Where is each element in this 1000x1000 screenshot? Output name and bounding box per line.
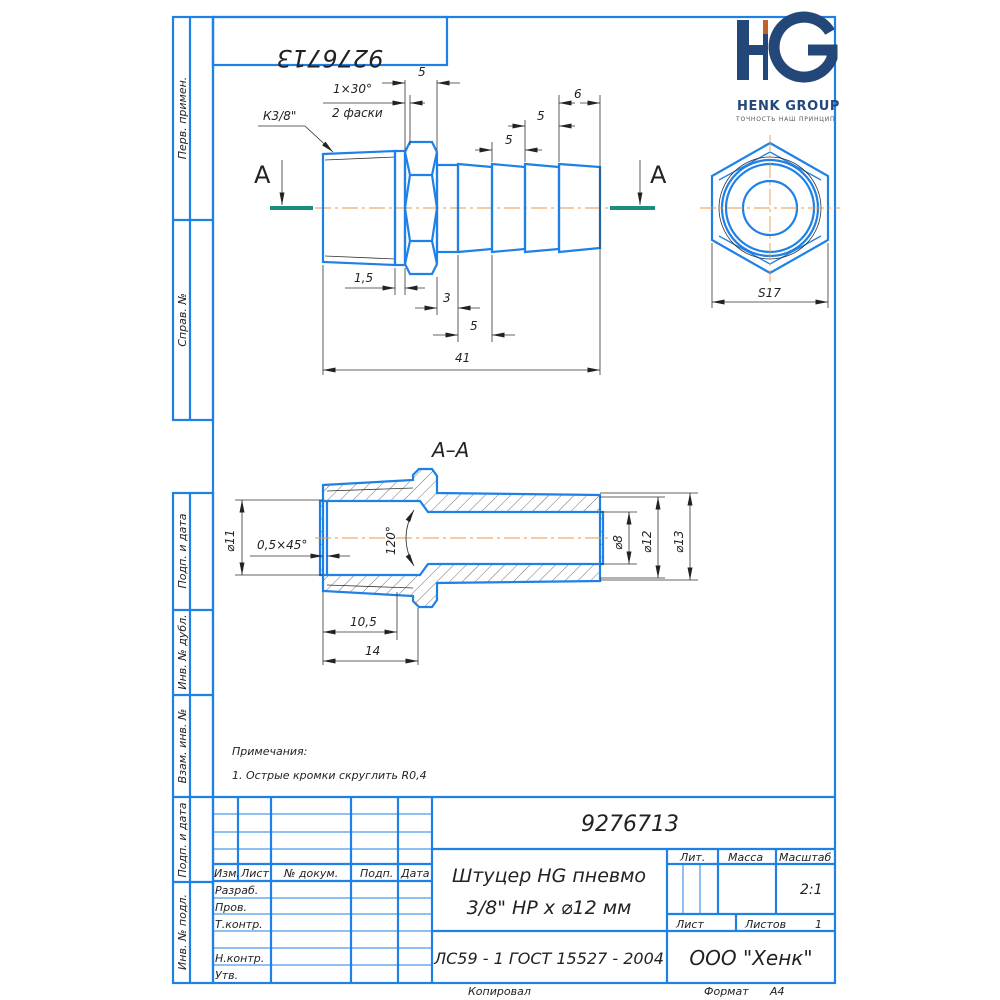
notes-heading: Примечания: [232,745,307,758]
copied-label: Копировал [468,985,531,998]
dim-hex-size: S17 [758,286,781,300]
dim-overall: 41 [455,351,470,365]
stamp-label: Подп. и дата [176,802,189,877]
section-title: А–А [430,438,469,462]
stamp-label: Взам. инв. № [176,709,189,784]
drawing-frame: 9276713 [211,15,837,985]
stamp-label: Справ. № [176,293,189,347]
dim-depth: 14 [365,644,380,658]
notes: Примечания: 1. Острые кромки скруглить R… [232,745,427,782]
stamp-label: Инв. № подл. [176,894,189,970]
dim-chamfer: 0,5×45° [257,538,307,552]
title-block: Изм. Лист № докум. Подп. Дата Разраб. Пр… [213,795,835,998]
dim-barb-pitch: 5 [470,319,478,333]
role-label: Т.контр. [215,918,263,931]
dim-angle: 120° [384,526,398,555]
dim-barb-max: ⌀13 [672,531,686,554]
section-letter-right: A [650,161,667,189]
role-label: Утв. [215,969,238,982]
dim-bore-in: ⌀11 [223,530,237,553]
mass-label: Масса [728,851,763,864]
stamp-label: Перв. примен. [176,77,189,160]
dim-barb2: 5 [537,109,545,123]
side-stamp: Перв. примен. Справ. № Подп. и дата Инв.… [171,15,215,985]
part-name-line2: 3/8" НР х ⌀12 мм [467,897,632,919]
note-item: 1. Острые кромки скруглить R0,4 [232,769,427,782]
format-value: А4 [769,985,785,998]
dim-thread-len: 10,5 [350,615,377,629]
dim-barb-end: 6 [574,87,582,101]
logo-name: HENK GROUP [737,99,840,114]
role-label: Н.контр. [215,952,264,965]
chamfer-count: 2 фаски [332,106,383,120]
main-view: A A 5 1×30° 2 фаски К3/8" 6 5 5 [254,65,667,375]
format-label: Формат [704,985,749,998]
section-letter-left: A [254,161,271,189]
stamp-label: Подп. и дата [176,513,189,588]
dim-hex-width: 5 [418,65,426,79]
sheets-label: Листов [744,918,786,931]
material: ЛС59 - 1 ГОСТ 15527 - 2004 [433,949,664,968]
dim-bore-out: ⌀8 [611,535,625,550]
dim-collar: 1,5 [354,271,373,285]
col-header: Дата [400,867,430,880]
col-header: Изм. [214,867,240,880]
col-header: Подп. [360,867,393,880]
designation: 9276713 [581,812,679,837]
sheet-label: Лист [675,918,704,931]
lit-label: Лит. [679,851,705,864]
role-label: Разраб. [215,884,258,897]
company: ООО "Хенк" [689,946,812,970]
chamfer-label: 1×30° [333,82,372,96]
dim-shank: 3 [443,291,451,305]
dim-barb1: 5 [505,133,513,147]
section-view: А–А ⌀11 0,5×45° 120° ⌀8 ⌀12 ⌀13 10,5 14 [223,438,698,665]
scale-value: 2:1 [800,882,823,898]
logo-tagline: ТОЧНОСТЬ НАШ ПРИНЦИП [735,116,835,123]
col-header: Лист [240,867,269,880]
scale-label: Масштаб [779,851,831,864]
role-label: Пров. [215,901,247,914]
rotated-code: 9276713 [277,44,384,72]
stamp-label: Инв. № дубл. [176,614,189,689]
col-header: № докум. [283,867,338,880]
henk-group-logo: HENK GROUP ТОЧНОСТЬ НАШ ПРИНЦИП [735,11,840,123]
dim-barb-min: ⌀12 [640,531,654,554]
part-name-line1: Штуцер HG пневмо [452,865,646,887]
thread-label: К3/8" [263,109,296,123]
end-view: S17 [700,135,840,308]
sheets-value: 1 [815,918,822,931]
